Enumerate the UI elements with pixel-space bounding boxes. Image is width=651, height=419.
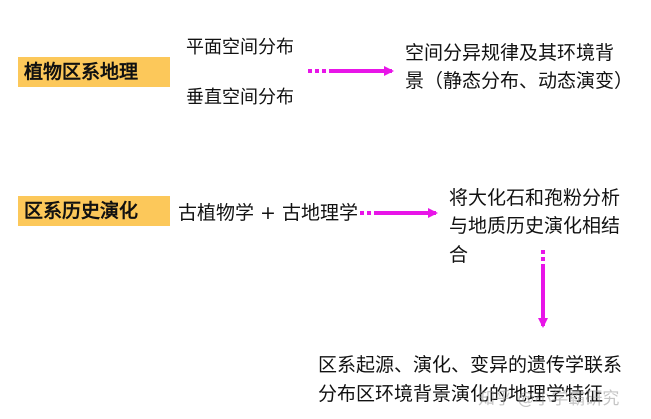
result-spatial-pattern-line1: 空间分异规律及其环境背 — [405, 42, 615, 64]
result-fossil-analysis-line1: 将大化石和孢粉分析 — [449, 187, 621, 209]
result-fossil-analysis-line3: 合 — [449, 244, 469, 266]
result-fossil-analysis-line2: 与地质历史演化相结 — [449, 215, 621, 237]
conclusion-line2: 分布区环境背景演化的地理学特征 — [318, 383, 604, 405]
conclusion-line1: 区系起源、演化、变异的遗传学联系 — [318, 354, 623, 376]
label-floristic-history: 区系历史演化 — [18, 196, 170, 226]
item-horizontal-distribution: 平面空间分布 — [186, 37, 294, 58]
result-spatial-pattern-line2: 景（静态分布、动态演变） — [405, 70, 634, 92]
item-vertical-distribution: 垂直空间分布 — [186, 87, 294, 108]
watermark: 知乎 @小学霸研究 — [478, 389, 620, 409]
method-paleobotany-paleogeography: 古植物学 + 古地理学 — [178, 202, 358, 224]
label-phytogeography: 植物区系地理 — [18, 57, 170, 87]
